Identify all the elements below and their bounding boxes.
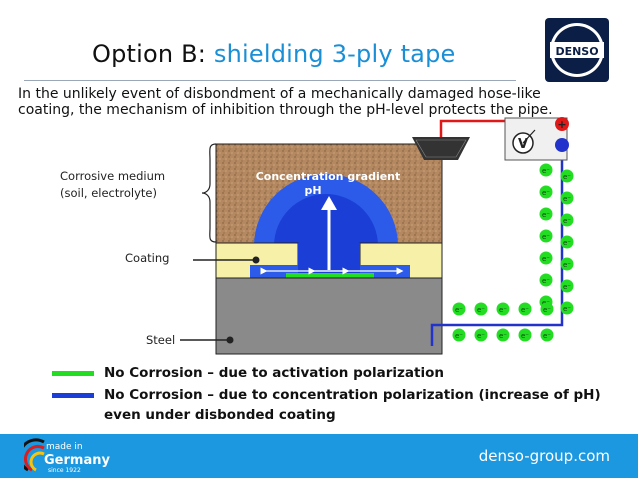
electron-marker [452, 302, 466, 316]
electron-label: e⁻ [563, 239, 571, 247]
electron-marker [474, 302, 488, 316]
electron-label: e⁻ [563, 217, 571, 225]
denso-logo: DENSO [545, 18, 609, 82]
negative-terminal [555, 138, 569, 152]
electron-label: e⁻ [543, 332, 551, 340]
ph-label: pH [304, 184, 321, 197]
electron-marker [496, 302, 510, 316]
title-divider [24, 80, 516, 81]
gradient-label: Concentration gradient [256, 170, 401, 183]
logo-text: DENSO [555, 45, 598, 58]
electron-label: e⁻ [542, 277, 550, 285]
made-in-germany-badge: made in Germany since 1922 [18, 438, 124, 474]
legend-activation: No Corrosion – due to activation polariz… [104, 365, 444, 381]
electron-marker [539, 251, 553, 265]
corrosive-medium-label: Corrosive medium (soil, electrolyte) [60, 169, 166, 200]
electron-label: e⁻ [563, 283, 571, 291]
electron-marker [540, 328, 554, 342]
svg-text:+: + [557, 118, 566, 131]
activation-zone [286, 273, 374, 278]
electron-marker [539, 185, 553, 199]
positive-terminal [555, 117, 569, 131]
anode [412, 137, 470, 160]
electron-marker [539, 229, 553, 243]
corrosive-brace [201, 143, 217, 243]
electron-label: e⁻ [455, 332, 463, 340]
electron-marker [560, 279, 574, 293]
electron-marker [539, 273, 553, 287]
electron-marker [560, 235, 574, 249]
electron-label: e⁻ [455, 306, 463, 314]
electron-marker [560, 301, 574, 315]
electron-label: e⁻ [563, 173, 571, 181]
electron-marker [560, 213, 574, 227]
svg-text:since 1922: since 1922 [48, 467, 81, 474]
electron-label: e⁻ [477, 306, 485, 314]
electron-label: e⁻ [521, 306, 529, 314]
steel-layer [215, 277, 443, 355]
electron-marker [560, 257, 574, 271]
electron-label: e⁻ [542, 233, 550, 241]
footer-url-link[interactable]: denso-group.com [478, 447, 610, 465]
electron-label: e⁻ [499, 306, 507, 314]
electron-group: e⁻ e⁻ e⁻ e⁻ e⁻ e⁻ e⁻ e⁻ e⁻ e⁻ e⁻ e⁻ e⁻ e⁻ e⁻ e⁻ e⁻ e⁻ e⁻ e⁻… [452, 163, 574, 342]
svg-text:made in: made in [46, 442, 83, 452]
electron-label: e⁻ [563, 305, 571, 313]
footer-bar [0, 434, 638, 478]
electron-marker [496, 328, 510, 342]
svg-text:V: V [518, 137, 528, 152]
electron-label: e⁻ [521, 332, 529, 340]
electron-label: e⁻ [542, 255, 550, 263]
intro-paragraph: In the unlikely event of disbondment of … [18, 86, 553, 118]
legend-concentration-cont: even under disbonded coating [104, 407, 336, 423]
electron-label: e⁻ [563, 195, 571, 203]
electron-label: e⁻ [543, 306, 551, 314]
electron-label: e⁻ [477, 332, 485, 340]
electron-marker [474, 328, 488, 342]
svg-text:Germany: Germany [44, 453, 110, 468]
blue-wire [430, 148, 564, 346]
electron-marker [540, 302, 554, 316]
electron-label: e⁻ [499, 332, 507, 340]
electron-marker [452, 328, 466, 342]
electron-marker [518, 302, 532, 316]
electron-marker [560, 169, 574, 183]
legend-green-swatch [52, 371, 94, 376]
steel-label: Steel [146, 333, 176, 347]
title-prefix: Option B: [92, 40, 214, 68]
electron-label: e⁻ [542, 189, 550, 197]
title-highlight: shielding 3-ply tape [213, 40, 456, 68]
legend-concentration: No Corrosion – due to concentration pola… [104, 387, 601, 403]
electron-marker [539, 163, 553, 177]
electron-label: e⁻ [542, 167, 550, 175]
electron-marker [518, 328, 532, 342]
electron-marker [560, 191, 574, 205]
legend-blue-swatch [52, 393, 94, 398]
page-title: Option B: shielding 3-ply tape [92, 40, 455, 68]
electron-label: e⁻ [542, 211, 550, 219]
electron-label: e⁻ [563, 261, 571, 269]
electron-marker [539, 207, 553, 221]
coating-label: Coating [125, 251, 170, 265]
